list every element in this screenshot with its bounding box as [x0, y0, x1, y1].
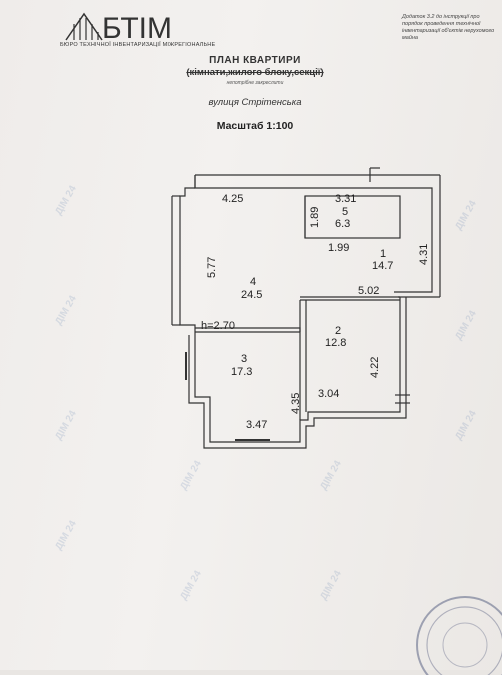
- plan-scale: Масштаб 1:100: [216, 120, 294, 132]
- plan-title: ПЛАН КВАРТИРИ: [209, 55, 301, 66]
- room-2-area: 12.8: [325, 337, 346, 349]
- btim-logo: БТІМ: [65, 12, 172, 45]
- subtitle-note: непотрібне закреслити: [226, 80, 284, 86]
- dim-hall-width: 1.99: [328, 242, 349, 254]
- room-4-area: 24.5: [241, 289, 262, 301]
- logo-text: БТІМ: [102, 12, 172, 45]
- logo-subtitle: БЮРО ТЕХНІЧНОЇ ІНВЕНТАРИЗАЦІЇ МІЖРЕГІОНА…: [60, 42, 216, 48]
- dim-room4-height: 5.77: [206, 257, 218, 278]
- dim-room2-width: 3.04: [318, 388, 339, 400]
- room-3-number: 3: [241, 353, 247, 365]
- dim-ceiling-height: h=2.70: [201, 320, 235, 332]
- dim-room1-height: 4.31: [418, 244, 430, 265]
- room-5-number: 5: [342, 206, 348, 218]
- dim-room5-width: 3.31: [335, 193, 356, 205]
- plan-subtitle: (кімнати,жилого блоку,секції): [186, 67, 324, 78]
- dim-room3-width: 3.47: [246, 419, 267, 431]
- room-5-area: 6.3: [335, 218, 350, 230]
- dim-top-left: 4.25: [222, 193, 243, 205]
- street-name: вулиця Стрітенська: [208, 97, 302, 108]
- dim-room3-height: 4.35: [290, 393, 302, 414]
- room-4-number: 4: [250, 276, 256, 288]
- dim-room2-top: 5.02: [358, 285, 379, 297]
- walls: [171, 167, 441, 449]
- room-3-area: 17.3: [231, 366, 252, 378]
- room-2-number: 2: [335, 325, 341, 337]
- room-1-area: 14.7: [372, 260, 393, 272]
- dim-room5-height: 1.89: [309, 207, 321, 228]
- room-1-number: 1: [380, 248, 386, 260]
- addendum-note: Додаток 3.2 до інструкції про порядок пр…: [402, 14, 495, 41]
- official-stamp: [416, 596, 502, 675]
- dim-room2-height: 4.22: [369, 357, 381, 378]
